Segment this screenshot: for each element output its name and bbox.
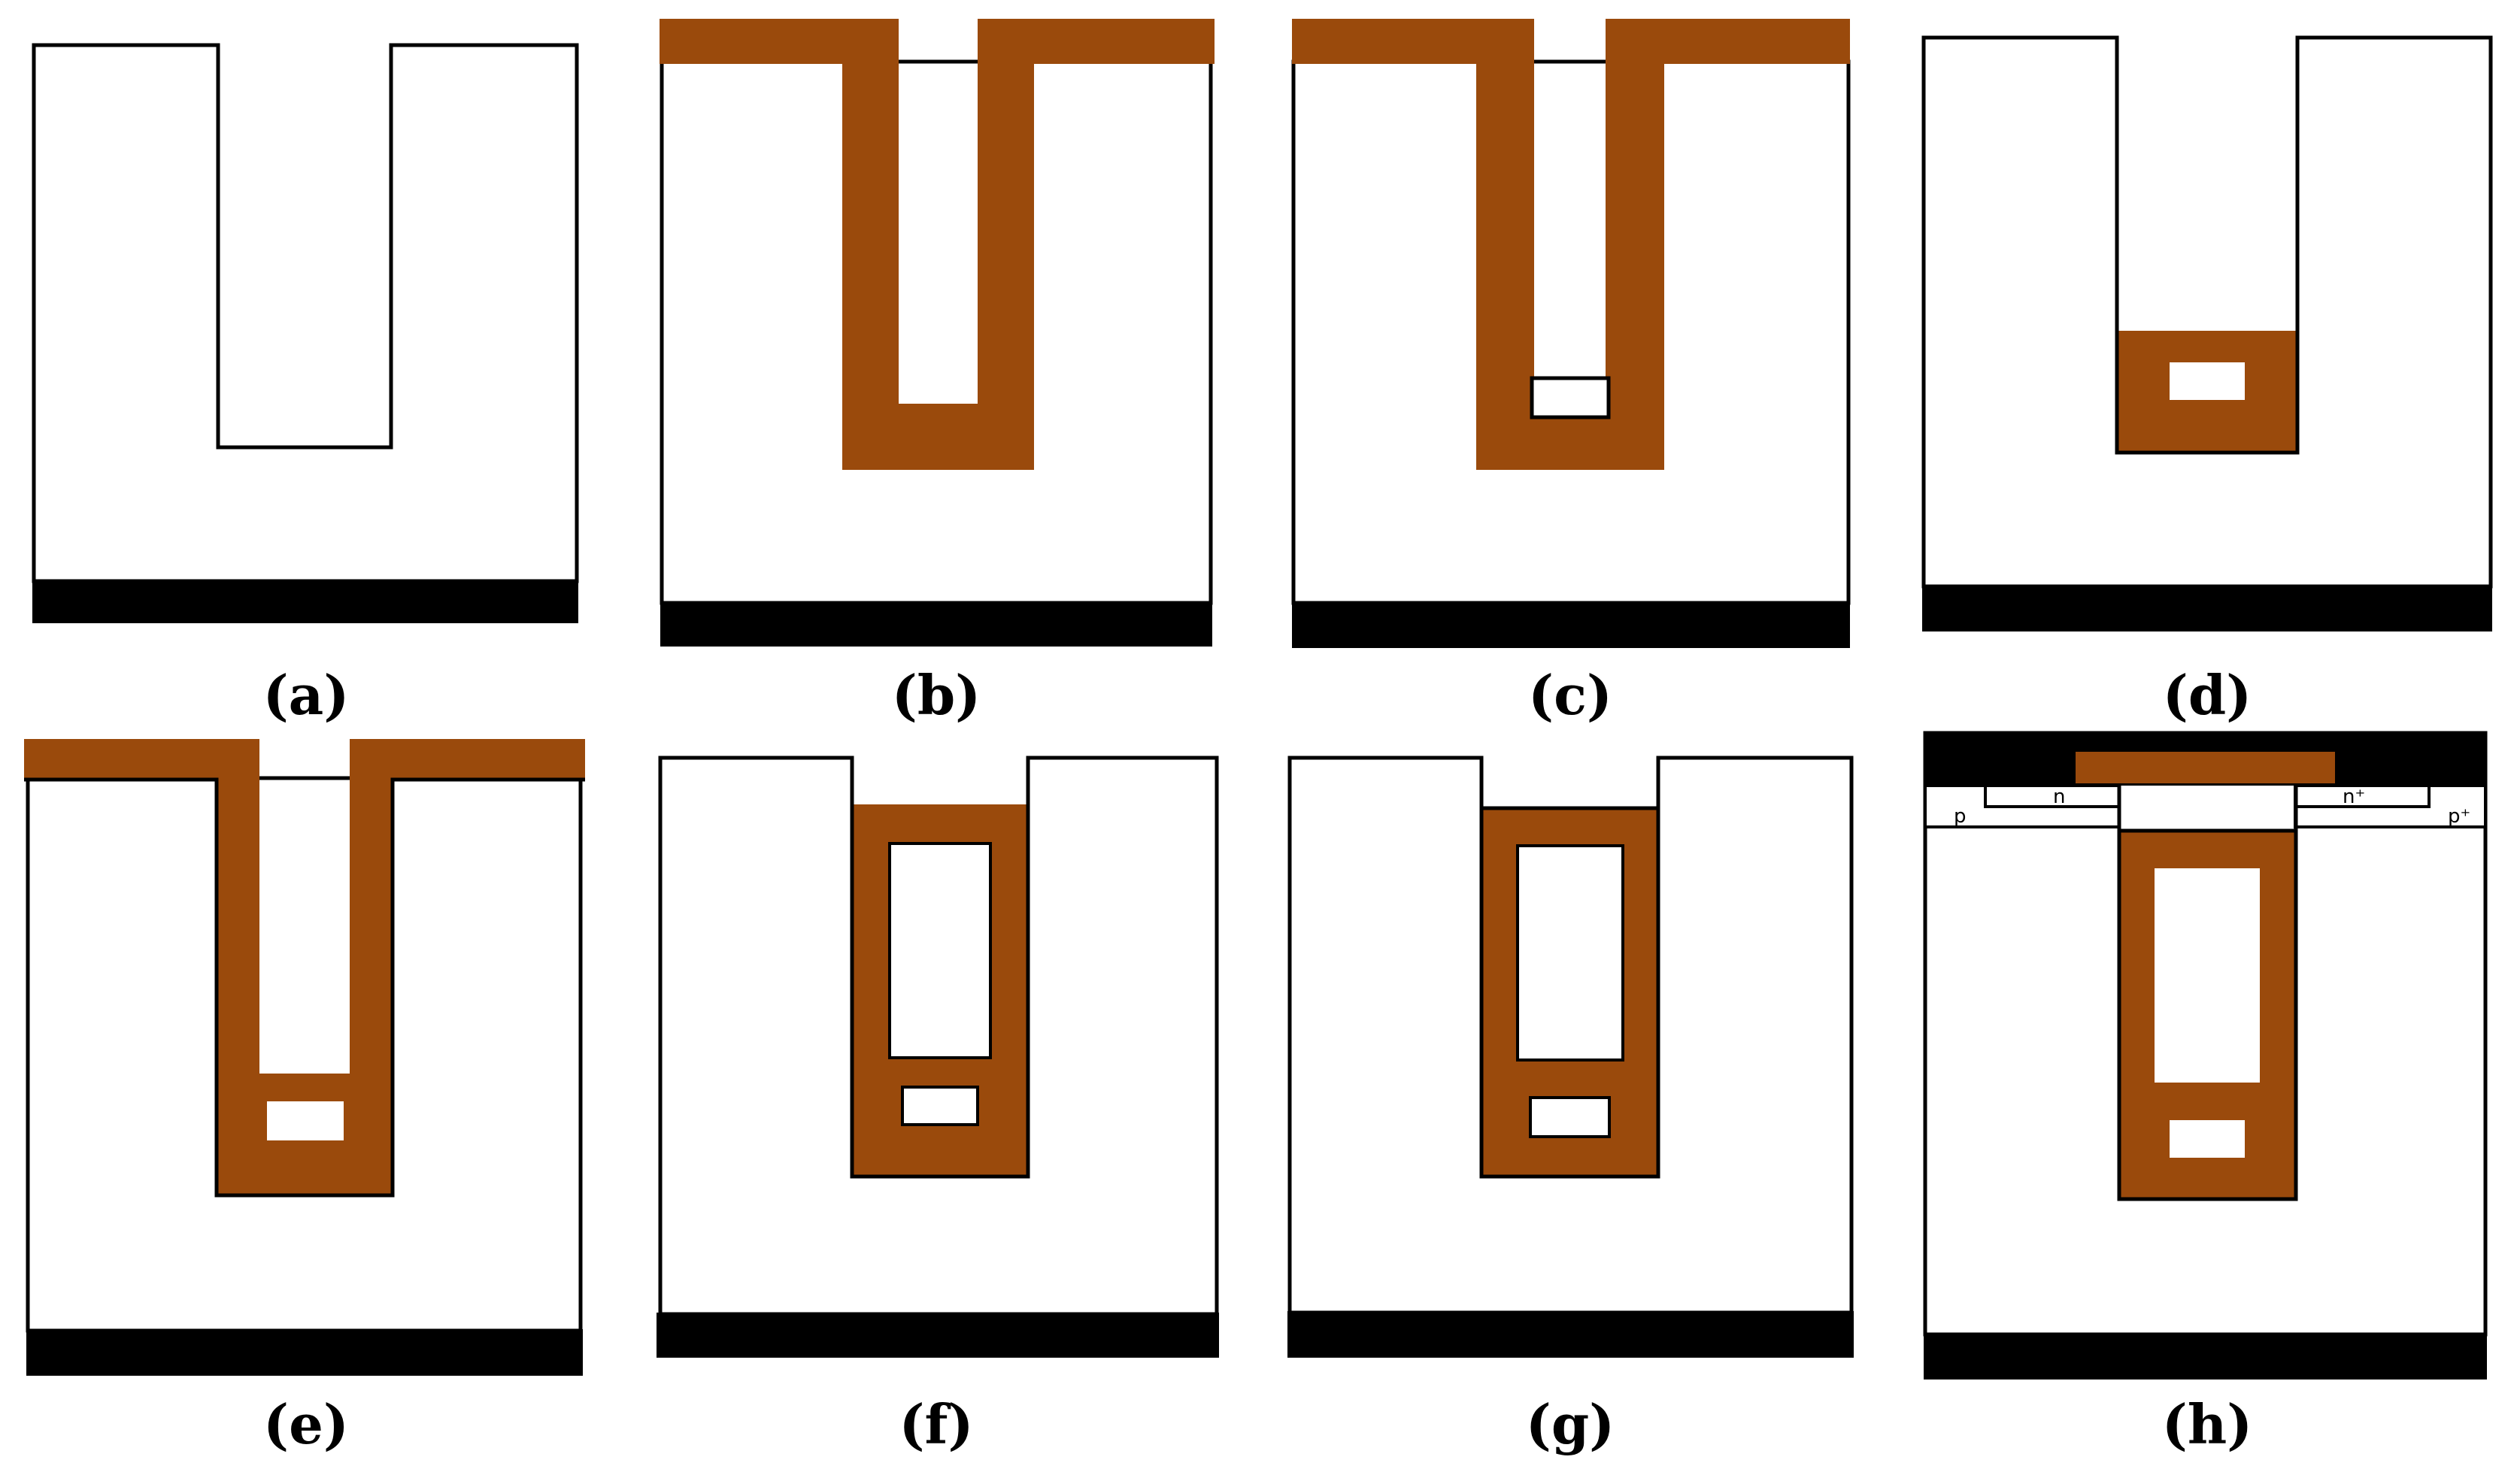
panel-h-left-n-label: n bbox=[2053, 786, 2065, 808]
panel-h-upper-void bbox=[2155, 868, 2260, 1083]
panel-f-fill-outline bbox=[850, 758, 1030, 1179]
panel-g-upper-void bbox=[1516, 844, 1624, 1062]
panel-h-gate-contact bbox=[2076, 752, 2335, 783]
panel-h-right-p-label: p⁺ bbox=[2448, 805, 2470, 828]
panel-h-right-n-label: n⁺ bbox=[2343, 786, 2365, 808]
panel-b-label: (b) bbox=[892, 663, 981, 727]
panel-d: (d) bbox=[1921, 35, 2493, 727]
panel-c-back-metal bbox=[1292, 603, 1850, 648]
panel-e-substrate-outline bbox=[26, 776, 583, 1333]
panel-d-trench-bottom-outline bbox=[2115, 331, 2300, 455]
panel-f: (f) bbox=[657, 756, 1219, 1456]
panel-e-void bbox=[267, 1101, 344, 1140]
panel-g-trench-outline bbox=[1479, 758, 1660, 1179]
panel-h: p n n⁺ p⁺ (h) bbox=[1923, 731, 2488, 1456]
panel-c-label: (c) bbox=[1528, 663, 1612, 727]
panel-d-substrate-outline bbox=[1921, 35, 2493, 589]
panel-h-gate-oxide bbox=[2121, 786, 2294, 831]
panel-h-left-n-region bbox=[1984, 784, 2121, 808]
panel-c-substrate-outline bbox=[1291, 59, 1851, 605]
panel-c-liner-layer bbox=[1292, 19, 1850, 470]
panel-a-label: (a) bbox=[263, 663, 350, 727]
panel-b-liner-layer bbox=[660, 19, 1215, 470]
panel-a-back-metal bbox=[32, 580, 578, 623]
panel-g-label: (g) bbox=[1526, 1392, 1615, 1456]
panel-g-back-metal bbox=[1287, 1311, 1854, 1358]
panel-h-lower-void bbox=[2170, 1120, 2245, 1158]
panel-c-void bbox=[1530, 376, 1611, 419]
panel-f-upper-void bbox=[888, 842, 992, 1059]
panel-e: (e) bbox=[24, 739, 585, 1456]
panel-c: (c) bbox=[1291, 19, 1851, 727]
panel-b-substrate-outline bbox=[660, 59, 1213, 605]
panel-d-back-metal bbox=[1922, 585, 2492, 631]
panel-g: (g) bbox=[1287, 756, 1854, 1456]
panel-b-back-metal bbox=[660, 603, 1212, 647]
panel-h-trench-outline bbox=[2117, 786, 2298, 1201]
panel-f-back-metal bbox=[657, 1313, 1219, 1358]
panel-h-back-metal bbox=[1924, 1333, 2487, 1380]
panel-h-left-p-label: p bbox=[1954, 805, 1967, 828]
panel-b: (b) bbox=[660, 19, 1215, 727]
panel-a-substrate-outline bbox=[32, 43, 579, 583]
panel-h-label: (h) bbox=[2162, 1392, 2252, 1456]
panel-g-lower-void bbox=[1529, 1096, 1611, 1138]
panel-d-label: (d) bbox=[2163, 663, 2252, 727]
panel-e-liner-outline bbox=[24, 777, 585, 1198]
panel-e-label: (e) bbox=[263, 1392, 349, 1456]
panel-d-void bbox=[2170, 362, 2245, 400]
panel-f-label: (f) bbox=[899, 1392, 973, 1456]
panel-e-back-metal bbox=[26, 1329, 583, 1376]
panel-a: (a) bbox=[32, 43, 579, 727]
panel-f-lower-void bbox=[901, 1086, 979, 1126]
